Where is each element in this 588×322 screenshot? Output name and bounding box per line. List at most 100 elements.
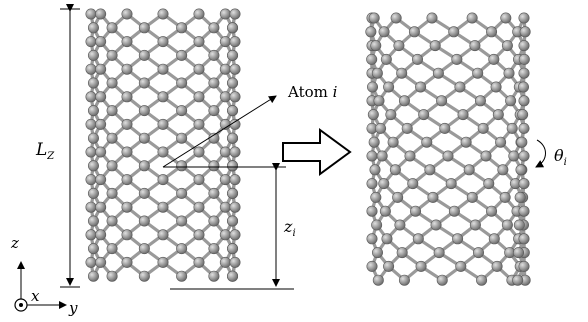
carbon-atom [442, 150, 454, 162]
carbon-atom [368, 12, 380, 24]
carbon-atom [410, 205, 422, 217]
carbon-atom [427, 191, 439, 203]
carbon-atom [448, 26, 460, 38]
carbon-atom [398, 274, 410, 286]
carbon-atom [415, 81, 427, 93]
carbon-atom [193, 91, 205, 103]
carbon-atom [499, 191, 511, 203]
carbon-atom [518, 233, 530, 245]
carbon-atom [219, 63, 231, 75]
carbon-atom [390, 12, 402, 24]
carbon-atom [138, 270, 150, 282]
axes-triad-icon: z x y [10, 234, 78, 317]
carbon-atom [85, 36, 97, 48]
zi-symbol: z [283, 217, 293, 236]
carbon-atom [106, 160, 118, 172]
carbon-atom [519, 26, 531, 38]
carbon-atom [208, 49, 220, 61]
carbon-atom [445, 178, 457, 190]
carbon-atom [366, 260, 378, 272]
carbon-atom [433, 247, 445, 259]
zi-subscript: i [292, 228, 295, 239]
carbon-atom [495, 136, 507, 148]
carbon-atom [472, 67, 484, 79]
carbon-atom [193, 229, 205, 241]
carbon-atom [121, 256, 133, 268]
carbon-atom [379, 205, 391, 217]
axis-x-label: x [31, 287, 40, 305]
carbon-atom [394, 219, 406, 231]
carbon-atom [368, 136, 380, 148]
carbon-atom [95, 91, 107, 103]
carbon-atom [513, 247, 525, 259]
carbon-atom [87, 270, 99, 282]
carbon-atom [176, 160, 188, 172]
carbon-atom [193, 146, 205, 158]
carbon-atom [371, 247, 383, 259]
carbon-atom [106, 49, 118, 61]
carbon-atom [227, 22, 239, 34]
carbon-atom [157, 256, 169, 268]
carbon-atom [229, 8, 241, 20]
carbon-atom [85, 201, 97, 213]
carbon-atom [398, 95, 410, 107]
carbon-atom [106, 77, 118, 89]
carbon-atom [491, 260, 503, 272]
carbon-atom [383, 260, 395, 272]
carbon-atom [375, 122, 387, 134]
carbon-atom [95, 229, 107, 241]
carbon-atom [227, 105, 239, 117]
carbon-atom [157, 229, 169, 241]
carbon-atom [469, 40, 481, 52]
carbon-atom [514, 191, 526, 203]
carbon-atom [503, 67, 515, 79]
carbon-atom [219, 146, 231, 158]
carbon-atom [208, 270, 220, 282]
carbon-atom [513, 219, 525, 231]
carbon-atom [193, 201, 205, 213]
carbon-atom [483, 178, 495, 190]
carbon-atom [227, 270, 239, 282]
carbon-atom [219, 91, 231, 103]
carbon-atom [193, 63, 205, 75]
svg-text:LZ: LZ [35, 140, 55, 162]
carbon-atom [424, 164, 436, 176]
carbon-atom [488, 233, 500, 245]
carbon-atom [121, 63, 133, 75]
carbon-atom [366, 233, 378, 245]
carbon-atom [95, 63, 107, 75]
atom-word: Atom [287, 83, 328, 101]
svg-text:zi: zi [283, 217, 296, 239]
carbon-atom [208, 160, 220, 172]
carbon-atom [412, 233, 424, 245]
carbon-atom [518, 95, 530, 107]
carbon-atom [157, 118, 169, 130]
carbon-atom [517, 109, 529, 121]
carbon-atom [367, 109, 379, 121]
carbon-atom [229, 91, 241, 103]
carbon-atom [365, 26, 377, 38]
carbon-atom [401, 122, 413, 134]
carbon-atom [518, 205, 530, 217]
carbon-atom [193, 174, 205, 186]
carbon-atom [121, 91, 133, 103]
carbon-atom [95, 36, 107, 48]
carbon-atom [460, 136, 472, 148]
carbon-atom [157, 8, 169, 20]
carbon-atom [430, 219, 442, 231]
carbon-atom [229, 36, 241, 48]
carbon-atom [371, 219, 383, 231]
carbon-atom [138, 215, 150, 227]
carbon-atom [229, 174, 241, 186]
carbon-atom [106, 243, 118, 255]
carbon-atom [380, 53, 392, 65]
carbon-atom [385, 109, 397, 121]
carbon-atom [474, 95, 486, 107]
carbon-atom [138, 160, 150, 172]
carbon-atom [121, 146, 133, 158]
carbon-atom [176, 77, 188, 89]
carbon-atom [229, 229, 241, 241]
carbon-atom [85, 146, 97, 158]
carbon-atom [518, 53, 530, 65]
